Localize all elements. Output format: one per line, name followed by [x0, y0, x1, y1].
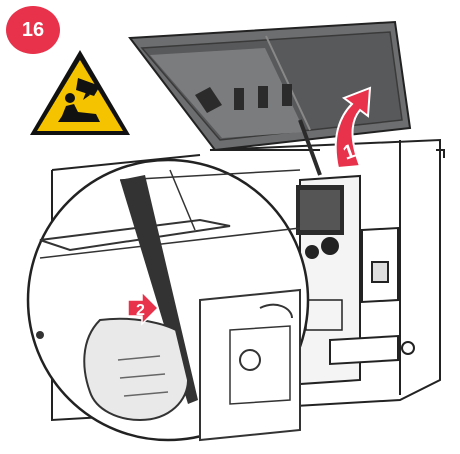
callout-label-2: 2 [136, 302, 145, 319]
step-number-badge: 16 [6, 6, 60, 54]
rotate-up-arrow-icon [334, 86, 372, 170]
overhead-hazard-warning-icon [30, 50, 130, 135]
step-number: 16 [21, 18, 45, 41]
housing-cover [128, 20, 412, 176]
circuit-board [296, 185, 344, 331]
push-arrow-icon [127, 290, 160, 326]
detail-magnifier [26, 158, 310, 442]
